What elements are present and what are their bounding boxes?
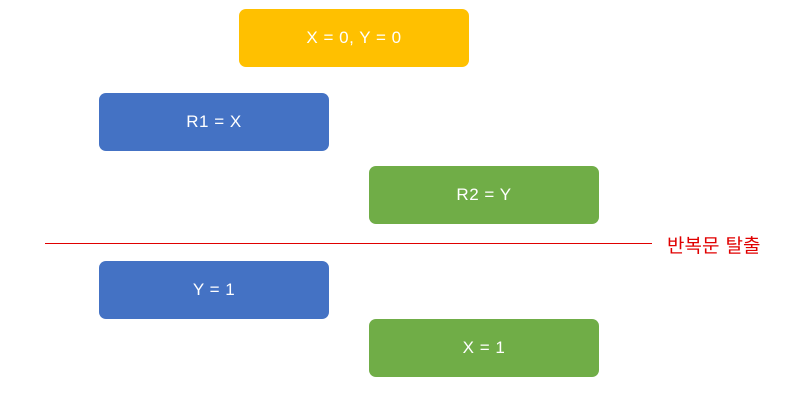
x1-box: X = 1 xyxy=(369,319,599,377)
loop-exit-label: 반복문 탈출 xyxy=(667,235,761,257)
init-box: X = 0, Y = 0 xyxy=(239,9,469,67)
r1-box-label: R1 = X xyxy=(186,112,242,131)
r2-box-label: R2 = Y xyxy=(456,185,512,204)
y1-box-label: Y = 1 xyxy=(192,280,236,299)
y1-box: Y = 1 xyxy=(99,261,329,319)
r2-box: R2 = Y xyxy=(369,166,599,224)
r1-box: R1 = X xyxy=(99,93,329,151)
loop-exit-line xyxy=(45,243,652,244)
x1-box-label: X = 1 xyxy=(462,338,506,357)
init-box-label: X = 0, Y = 0 xyxy=(306,28,402,47)
